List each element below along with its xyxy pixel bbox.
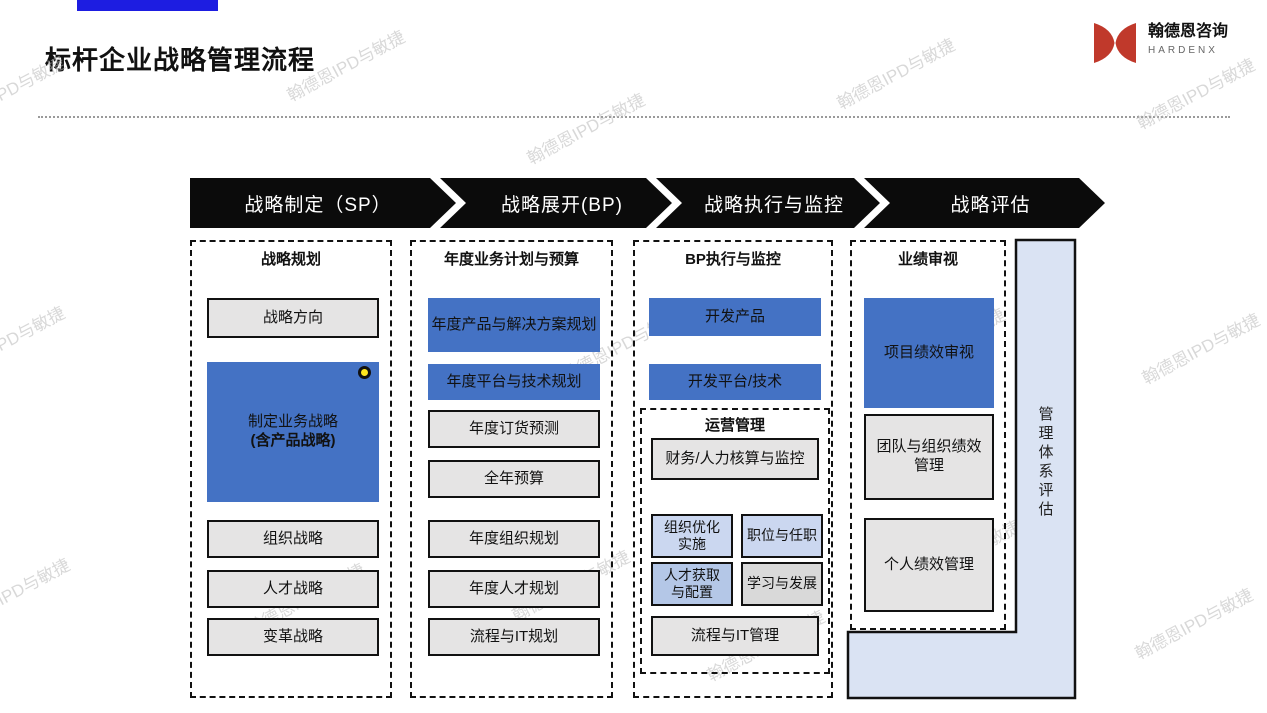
stage-arrow-label: 战略制定（SP） [244, 194, 392, 216]
box-process-it-planning: 流程与IT规划 [428, 618, 600, 656]
box-label: 学习与发展 [747, 575, 817, 592]
column-header: 年度业务计划与预算 [443, 251, 579, 268]
box-label: 年度订货预测 [468, 419, 559, 437]
column-header: BP执行与监控 [685, 251, 781, 268]
box-annual-order-forecast: 年度订货预测 [428, 410, 600, 448]
box-label-line1: 组织优化 [664, 518, 720, 535]
box-develop-platform-tech: 开发平台/技术 [649, 364, 821, 400]
box-label: 年度平台与技术规划 [446, 372, 582, 390]
box-annual-product-solution-planning: 年度产品与解决方案规划 [428, 298, 600, 352]
box-personal-performance: 个人绩效管理 [864, 518, 994, 612]
watermark-text: 翰德恩IPD与敏捷 [1139, 310, 1264, 389]
watermark-text: 翰德恩IPD与敏捷 [0, 303, 69, 382]
stage-arrow-strategy-formulation: 战略制定（SP） [190, 178, 456, 228]
box-finance-hr-monitoring: 财务/人力核算与监控 [651, 438, 819, 480]
column-header: 业绩审视 [897, 251, 958, 268]
yellow-marker-dot [358, 366, 371, 379]
box-label: 人才战略 [262, 579, 323, 597]
stage-arrow-strategy-evaluation: 战略评估 [864, 178, 1105, 228]
management-system-panel [846, 238, 1077, 700]
page-title: 标杆企业战略管理流程 [45, 45, 316, 75]
box-develop-product: 开发产品 [649, 298, 821, 336]
box-org-optimization: 组织优化 实施 [651, 514, 733, 558]
watermark-text: 翰德恩IPD与敏捷 [834, 35, 959, 114]
logo: 翰德恩咨询 HARDENX [1092, 22, 1228, 64]
watermark-text: 翰德恩IPD与敏捷 [524, 90, 649, 169]
box-annual-platform-tech-planning: 年度平台与技术规划 [428, 364, 600, 400]
box-label-line2: 与配置 [671, 584, 713, 600]
box-label-line1: 制定业务战略 [247, 413, 338, 431]
box-label: 开发平台/技术 [687, 372, 783, 390]
logo-text: 翰德恩咨询 HARDENX [1148, 22, 1228, 56]
box-label: 年度组织规划 [468, 529, 559, 547]
group-header: 运营管理 [704, 417, 765, 434]
stage-arrow-label: 战略展开(BP) [500, 194, 623, 216]
box-label: 战略方向 [262, 308, 323, 326]
column-strategic-planning: 战略规划 战略方向 制定业务战略 (含产品战略) 组织战略 人才战略 变革战略 [190, 240, 392, 698]
box-annual-org-planning: 年度组织规划 [428, 520, 600, 558]
column-header: 战略规划 [260, 251, 321, 268]
column-performance-review: 业绩审视 项目绩效审视 团队与组织绩效管理 个人绩效管理 [850, 240, 1006, 630]
box-label: 变革战略 [262, 627, 323, 645]
box-change-strategy: 变革战略 [207, 618, 379, 656]
watermark-text: 翰德恩IPD与敏捷 [1132, 585, 1257, 664]
box-label: 全年预算 [483, 469, 544, 487]
column-bp-execution-monitoring: BP执行与监控 开发产品 开发平台/技术 运营管理 财务/人力核算与监控 组织优… [633, 240, 833, 698]
top-accent-bar [77, 0, 218, 11]
box-label: 流程与IT管理 [690, 626, 780, 644]
stage-arrow-execution-monitoring: 战略执行与监控 [656, 178, 880, 228]
box-label: 年度产品与解决方案规划 [431, 315, 597, 333]
box-business-strategy: 制定业务战略 (含产品战略) [207, 362, 379, 502]
logo-company-name: 翰德恩咨询 [1148, 23, 1229, 40]
stage-arrow-strategy-deployment: 战略展开(BP) [440, 178, 672, 228]
logo-brand-name: HARDENX [1148, 45, 1218, 57]
box-label: 个人绩效管理 [883, 555, 974, 573]
box-process-it-management: 流程与IT管理 [651, 616, 819, 656]
box-label: 年度人才规划 [468, 579, 559, 597]
box-team-org-performance: 团队与组织绩效管理 [864, 414, 994, 500]
operations-management-group: 运营管理 财务/人力核算与监控 组织优化 实施 职位与任职 人才获取 与配置 学… [640, 408, 830, 674]
box-label-line1: 人才获取 [664, 566, 720, 583]
box-position-appointment: 职位与任职 [741, 514, 823, 558]
box-label-line2: 实施 [678, 536, 706, 552]
box-label: 开发产品 [704, 307, 765, 325]
box-strategy-direction: 战略方向 [207, 298, 379, 338]
stage-arrow-label: 战略评估 [950, 194, 1031, 216]
stage-arrow-label: 战略执行与监控 [703, 194, 844, 216]
box-label-line2: (含产品战略) [250, 432, 336, 449]
dotted-divider-line [38, 116, 1230, 118]
box-label: 项目绩效审视 [883, 343, 974, 361]
box-label: 财务/人力核算与监控 [665, 449, 805, 467]
column-annual-plan-budget: 年度业务计划与预算 年度产品与解决方案规划 年度平台与技术规划 年度订货预测 全… [410, 240, 613, 698]
box-talent-acquisition: 人才获取 与配置 [651, 562, 733, 606]
management-system-label: 管理体系评估 [1036, 406, 1054, 520]
box-learning-development: 学习与发展 [741, 562, 823, 606]
box-label: 组织战略 [262, 529, 323, 547]
box-label: 团队与组织绩效管理 [876, 438, 982, 474]
box-label: 流程与IT规划 [469, 627, 559, 645]
box-annual-budget: 全年预算 [428, 460, 600, 498]
box-label: 职位与任职 [747, 527, 817, 544]
hardenx-logo-icon [1094, 22, 1136, 64]
box-annual-talent-planning: 年度人才规划 [428, 570, 600, 608]
box-organization-strategy: 组织战略 [207, 520, 379, 558]
box-talent-strategy: 人才战略 [207, 570, 379, 608]
watermark-text: 翰德恩IPD与敏捷 [0, 555, 74, 634]
box-project-performance-review: 项目绩效审视 [864, 298, 994, 408]
